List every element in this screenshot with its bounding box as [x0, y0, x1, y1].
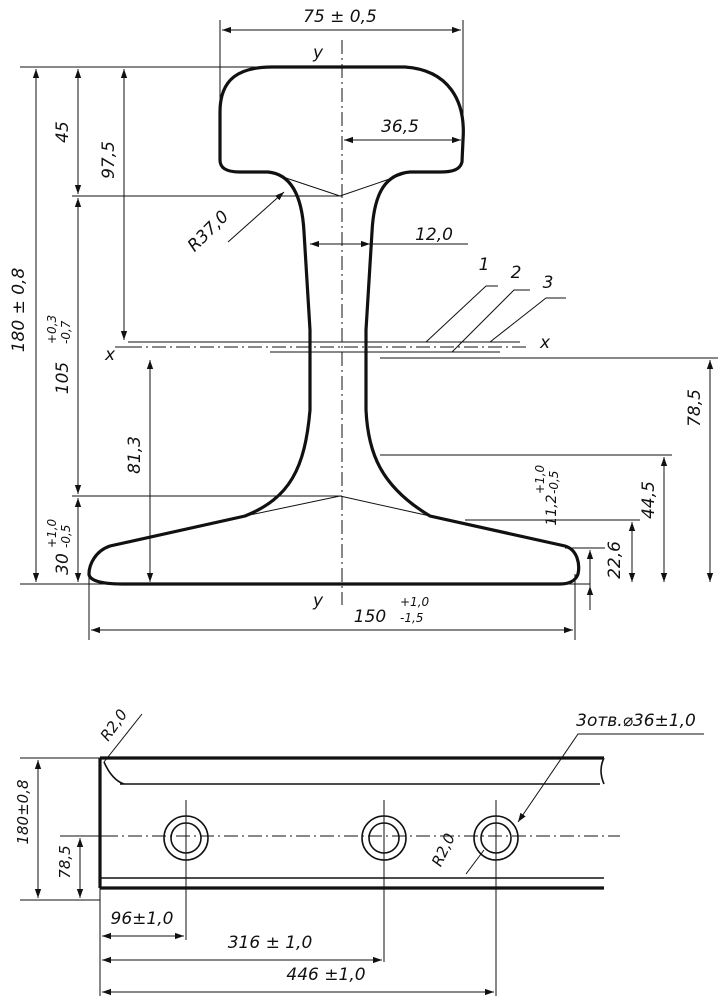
dim-foot-inner-sub: -0,5 [547, 471, 561, 494]
hole-chamfer-leader [465, 849, 485, 875]
end-chamfer-leader [103, 713, 143, 763]
dim-dist-2: 316 ± 1,0 [228, 933, 313, 953]
leader-1-label: 1 [479, 255, 490, 275]
dim-neck-radius: R37,0 [184, 207, 233, 256]
dim-depth-group: 105 +0,3 -0,7 [45, 315, 73, 394]
leader-2-label: 2 [511, 263, 522, 283]
dim-total-height: 180 ± 0,8 [9, 268, 29, 353]
axis-label-y-top: y [312, 43, 324, 63]
axis-label-y-bottom: y [312, 591, 324, 611]
dim-end-chamfer: R2,0 [97, 706, 131, 744]
dim-depth-sub: -0,7 [59, 320, 73, 344]
dim-dist-3: 446 ±1,0 [286, 965, 365, 985]
neck-construction-line-left [267, 171, 341, 197]
rail-end-elevation: R2,0 3отв.⌀36±1,0 R2,0 180±0,8 78,5 96±1… [14, 706, 704, 996]
holes-note: 3отв.⌀36±1,0 [576, 711, 696, 731]
holes-note-leader [517, 733, 704, 823]
end-chamfer [103, 761, 125, 785]
dim-half-head: 36,5 [381, 117, 419, 137]
dim-top-to-axis: 97,5 [99, 141, 119, 179]
break-line [600, 757, 605, 785]
leader-1-line [425, 285, 498, 343]
dim-head-height: 45 [53, 121, 73, 143]
dim-web-thickness: 12,0 [415, 225, 453, 245]
dim-axis-to-base: 81,3 [125, 436, 145, 474]
dim-dist-1: 96±1,0 [111, 909, 174, 929]
radius-leader [227, 191, 285, 243]
dim-hole-chamfer: R2,0 [428, 831, 459, 870]
dim-foot-inner-group: 11,2 +1,0 -0,5 [533, 464, 561, 525]
dim-foot-edge-group: 30 +1,0 -0,5 [45, 518, 73, 574]
rail-profile-outline [87, 65, 581, 586]
dim-foot-edge: 30 [53, 553, 73, 575]
dim-foot-thickness: 22,6 [605, 541, 625, 579]
axis-label-x-left: x [104, 345, 116, 365]
dim-foot-inner: 11,2 [544, 494, 560, 525]
foot-construction-line-right [339, 495, 431, 517]
dim-head-width: 75 ± 0,5 [303, 7, 377, 27]
dim-base-width-sub: -1,5 [400, 611, 423, 625]
dim-web-lower: 44,5 [639, 481, 659, 519]
dim-elev-hole-height: 78,5 [56, 845, 74, 878]
leader-2-line [451, 289, 530, 353]
foot-construction-line-left [244, 495, 341, 517]
dim-foot-edge-sup: +1,0 [45, 518, 59, 548]
leader-3-line [489, 297, 566, 343]
dim-foot-inner-sup: +1,0 [533, 464, 547, 494]
rail-cross-section: 75 ± 0,5 y 36,5 12,0 R37,0 180 ± 0,8 45 … [9, 7, 718, 640]
neck-construction-line-right [339, 171, 411, 197]
dim-depth: 105 [53, 362, 73, 394]
dim-depth-sup: +0,3 [45, 315, 59, 344]
dim-hole-center-height: 78,5 [685, 389, 705, 427]
dim-base-width-sup: +1,0 [400, 595, 430, 609]
axis-label-x-right: x [539, 333, 551, 353]
leader-3-label: 3 [543, 273, 554, 293]
dim-base-width: 150 [354, 607, 386, 627]
dim-foot-edge-sub: -0,5 [59, 525, 73, 548]
dim-elev-height: 180±0,8 [14, 779, 32, 844]
